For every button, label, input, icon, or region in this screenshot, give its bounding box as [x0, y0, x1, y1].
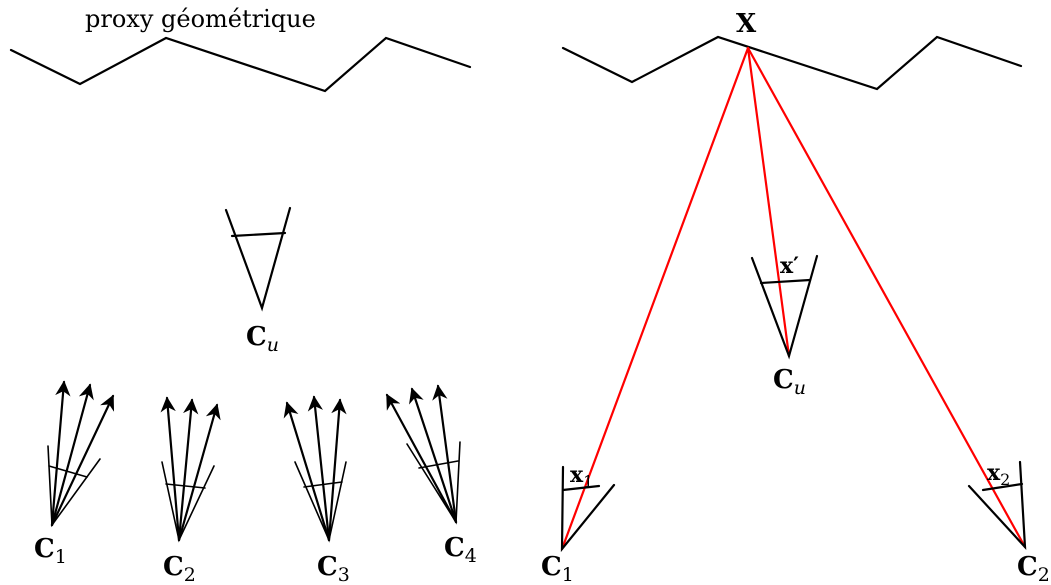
- camera-cu-right: x′ Cu: [750, 253, 819, 399]
- projection-x-prime-label: x′: [780, 253, 799, 279]
- camera-c4-left-label: C4: [444, 533, 477, 567]
- camera-c4-left: C4: [385, 384, 477, 567]
- right-panel: X x′ Cu x1 C1: [541, 9, 1050, 585]
- camera-c2-left-label: C2: [163, 552, 196, 585]
- camera-c1-left: C1: [34, 380, 115, 568]
- camera-c1-right: x1 C1: [541, 462, 616, 585]
- camera-c1-right-label: C1: [541, 552, 574, 585]
- camera-cu-left-label: Cu: [246, 322, 279, 356]
- camera-c2-left: C2: [160, 396, 221, 585]
- projection-x1-label: x1: [570, 462, 593, 491]
- ray-x-to-c1: [560, 46, 750, 551]
- geometric-proxy-left: [9, 36, 472, 93]
- left-panel: proxy géométrique Cu C1: [9, 5, 477, 585]
- camera-cu-left: Cu: [224, 206, 292, 356]
- camera-c3-left: C3: [283, 395, 350, 585]
- ray-x-to-c2: [746, 46, 1027, 549]
- geometric-proxy-right: [561, 35, 1023, 91]
- proxy-label: proxy géométrique: [85, 5, 316, 33]
- camera-c2-right-label: C2: [1017, 552, 1050, 585]
- ray-x-to-cu: [746, 46, 791, 358]
- camera-c2-right: x2 C2: [967, 460, 1050, 585]
- camera-cu-right-label: Cu: [773, 365, 806, 399]
- camera-c3-left-label: C3: [317, 552, 350, 585]
- projection-x2-label: x2: [987, 460, 1010, 489]
- camera-c1-left-label: C1: [34, 534, 67, 568]
- point-x-label: X: [736, 9, 757, 39]
